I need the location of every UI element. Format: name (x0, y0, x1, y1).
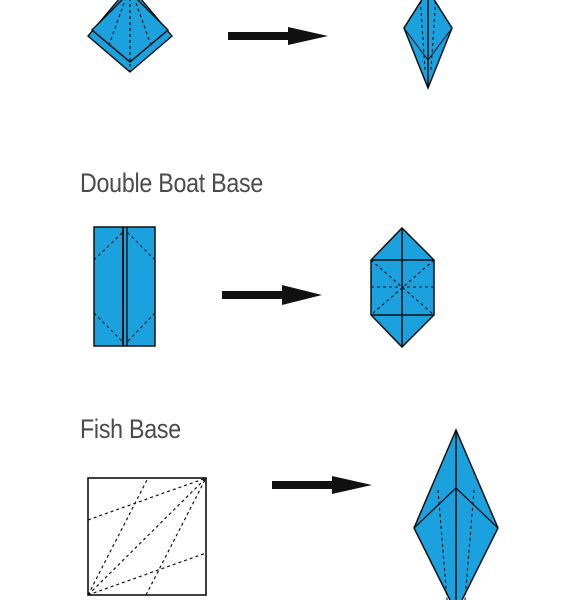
right-arrow-icon (272, 476, 372, 494)
double-boat-after-figure (370, 226, 435, 349)
double-boat-base-title: Double Boat Base (80, 168, 264, 198)
row1-after-figure (403, 0, 453, 91)
fish-base-before-figure (87, 477, 207, 596)
right-arrow-icon (222, 285, 322, 305)
right-arrow-icon (228, 27, 328, 45)
fish-base-title: Fish Base (80, 414, 181, 444)
row1-before-figure (87, 0, 173, 73)
double-boat-before-figure (93, 226, 156, 347)
fish-base-after-figure (413, 428, 499, 600)
